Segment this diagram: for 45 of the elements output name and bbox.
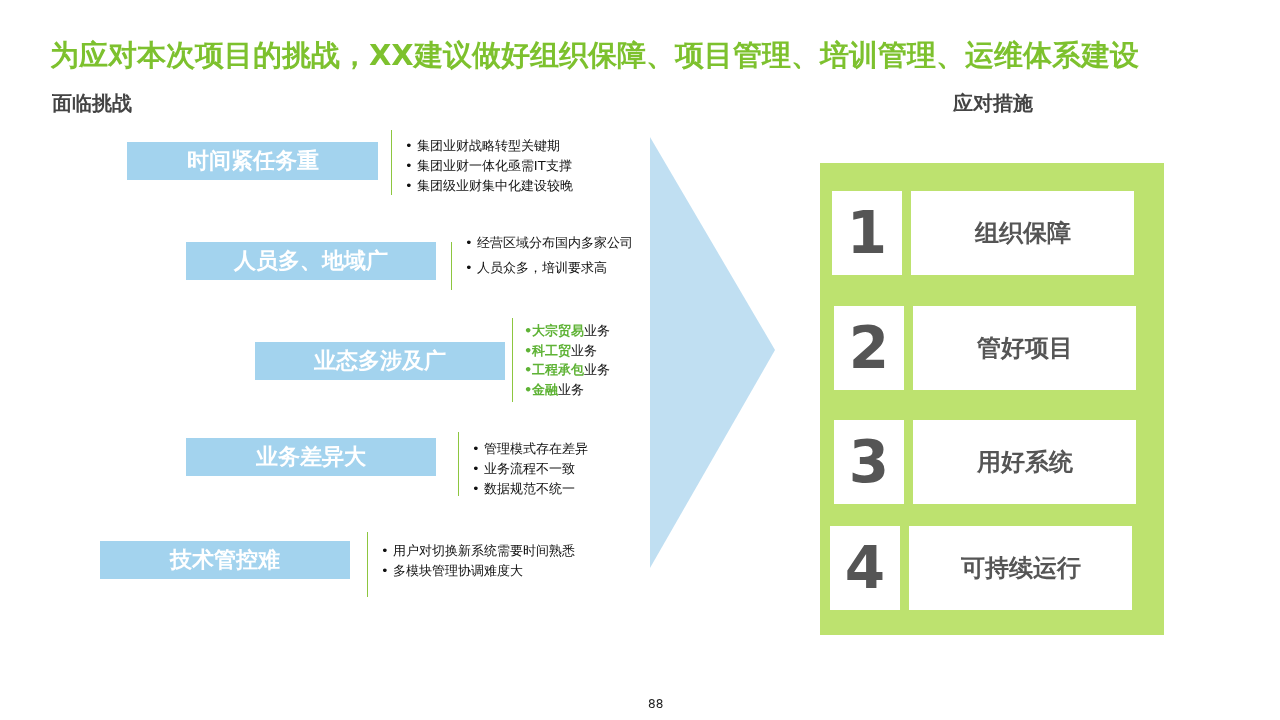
box-label: 人员多、地域广: [234, 247, 388, 275]
bullet-text: • 多模块管理协调难度大: [381, 562, 524, 580]
title: 为应对本次项目的挑战，XX建议做好组织保障、项目管理、培训管理、运维体系建设: [50, 37, 1139, 74]
step-number: 3: [848, 428, 890, 496]
challenge-box: [100, 541, 350, 579]
step-number: 2: [848, 314, 890, 382]
bullet-text: • 业务流程不一致: [472, 460, 576, 478]
bullet-text: • 集团级业财集中化建设较晚: [405, 177, 573, 195]
bullet-text: • 集团业财一体化亟需IT支撑: [405, 157, 573, 175]
box-label: 组织保障: [974, 218, 1071, 249]
number-box: [832, 191, 902, 275]
measure-box: [911, 191, 1134, 275]
bullet-text: •金融业务: [524, 380, 586, 399]
box-label: 技术管控难: [170, 546, 280, 574]
section-heading: 面临挑战: [52, 90, 132, 117]
bullet-text: • 用户对切换新系统需要时间熟悉: [381, 542, 575, 560]
number-box: [834, 306, 904, 390]
box-label: 业态多涉及广: [314, 347, 446, 375]
box-label: 业务差异大: [256, 443, 366, 471]
number-box: [830, 526, 900, 610]
bullet-text: • 经营区域分布国内多家公司: [465, 234, 633, 252]
bullet-text: •科工贸业务: [524, 341, 599, 360]
challenge-box: [186, 242, 436, 280]
measure-box: [913, 306, 1136, 390]
challenge-box: [186, 438, 436, 476]
challenge-box: [127, 142, 378, 180]
bullet-text: • 人员众多，培训要求高: [465, 259, 608, 277]
bullet-text: • 数据规范不统一: [472, 480, 576, 498]
step-number: 4: [844, 534, 886, 602]
box-label: 可持续运行: [960, 553, 1081, 584]
box-label: 时间紧任务重: [186, 147, 319, 175]
number-box: [834, 420, 904, 504]
box-label: 管好项目: [976, 333, 1073, 364]
step-number: 1: [846, 199, 888, 267]
section-heading: 应对措施: [953, 90, 1033, 117]
measure-box: [909, 526, 1132, 610]
page-number: 88: [648, 697, 664, 711]
bullet-text: • 管理模式存在差异: [472, 440, 588, 458]
challenge-box: [255, 342, 505, 380]
bullet-text: • 集团业财战略转型关键期: [405, 137, 561, 155]
bullet-text: •大宗贸易业务: [524, 322, 611, 340]
bullet-text: •工程承包业务: [524, 361, 611, 379]
measure-box: [913, 420, 1136, 504]
panel-background: [820, 163, 1164, 635]
box-label: 用好系统: [976, 447, 1073, 478]
